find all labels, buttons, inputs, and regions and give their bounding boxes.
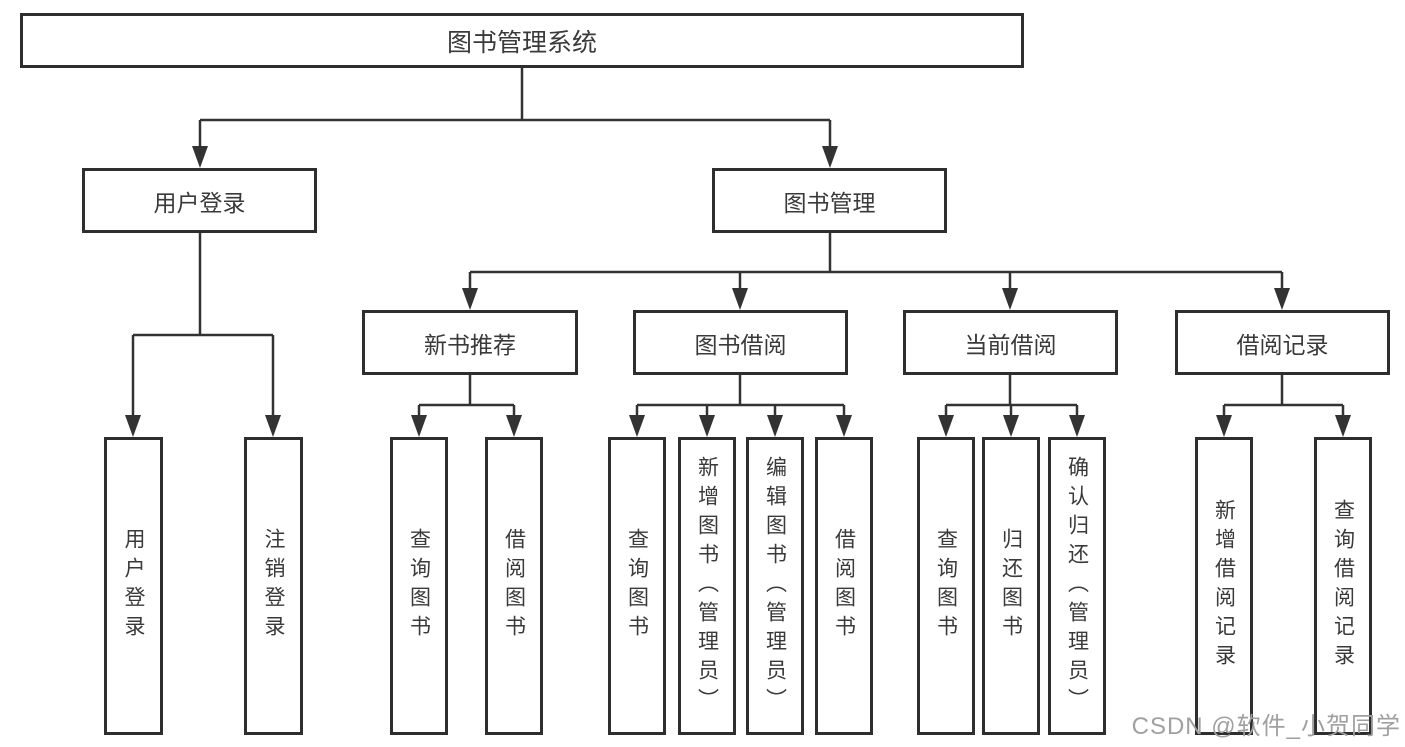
- leaf-query-books-2: 查询图书: [608, 437, 666, 735]
- leaf-edit-books-admin: 编辑图书（管理员）: [746, 437, 804, 735]
- leaf-label: 查询图书: [625, 528, 649, 644]
- leaf-label: 借阅图书: [502, 528, 526, 644]
- node-library-management-system: 图书管理系统: [20, 13, 1024, 68]
- leaf-return-books: 归还图书: [982, 437, 1040, 735]
- node-label: 图书管理系统: [446, 28, 597, 57]
- leaf-confirm-return-admin: 确认归还（管理员）: [1048, 437, 1106, 735]
- node-label: 图书借阅: [694, 331, 787, 358]
- leaf-label: 归还图书: [999, 528, 1023, 644]
- leaf-query-books: 查询图书: [390, 437, 448, 735]
- node-user-login: 用户登录: [82, 168, 317, 233]
- arrowheads: [125, 146, 1351, 437]
- node-label: 借阅记录: [1236, 331, 1329, 358]
- node-label: 当前借阅: [964, 331, 1057, 358]
- node-book-management: 图书管理: [712, 168, 947, 233]
- leaf-user-login: 用户登录: [104, 437, 163, 735]
- leaf-borrow-books: 借阅图书: [485, 437, 543, 735]
- node-current-borrow: 当前借阅: [903, 310, 1118, 375]
- leaf-label: 编辑图书（管理员）: [763, 455, 787, 717]
- node-borrow-records: 借阅记录: [1175, 310, 1390, 375]
- leaf-label: 新增图书（管理员）: [695, 455, 719, 717]
- leaf-logout-login: 注销登录: [244, 437, 303, 735]
- leaf-label: 确认归还（管理员）: [1065, 455, 1089, 717]
- leaf-label: 注销登录: [262, 528, 285, 644]
- node-label: 新书推荐: [424, 331, 516, 358]
- leaf-add-books-admin: 新增图书（管理员）: [678, 437, 736, 735]
- leaf-label: 借阅图书: [832, 528, 856, 644]
- leaf-query-books-3: 查询图书: [917, 437, 975, 735]
- node-new-book-recommend: 新书推荐: [362, 310, 578, 375]
- leaf-label: 用户登录: [122, 528, 145, 644]
- leaf-label: 查询图书: [934, 528, 958, 644]
- leaf-query-borrow-record: 查询借阅记录: [1314, 437, 1372, 735]
- node-book-borrow: 图书借阅: [633, 310, 848, 375]
- node-label: 用户登录: [153, 189, 246, 216]
- leaf-add-borrow-record: 新增借阅记录: [1195, 437, 1253, 735]
- leaf-label: 查询借阅记录: [1331, 499, 1355, 673]
- node-label: 图书管理: [783, 189, 876, 216]
- leaf-label: 查询图书: [407, 528, 431, 644]
- leaf-borrow-books-2: 借阅图书: [815, 437, 873, 735]
- leaf-label: 新增借阅记录: [1212, 499, 1236, 673]
